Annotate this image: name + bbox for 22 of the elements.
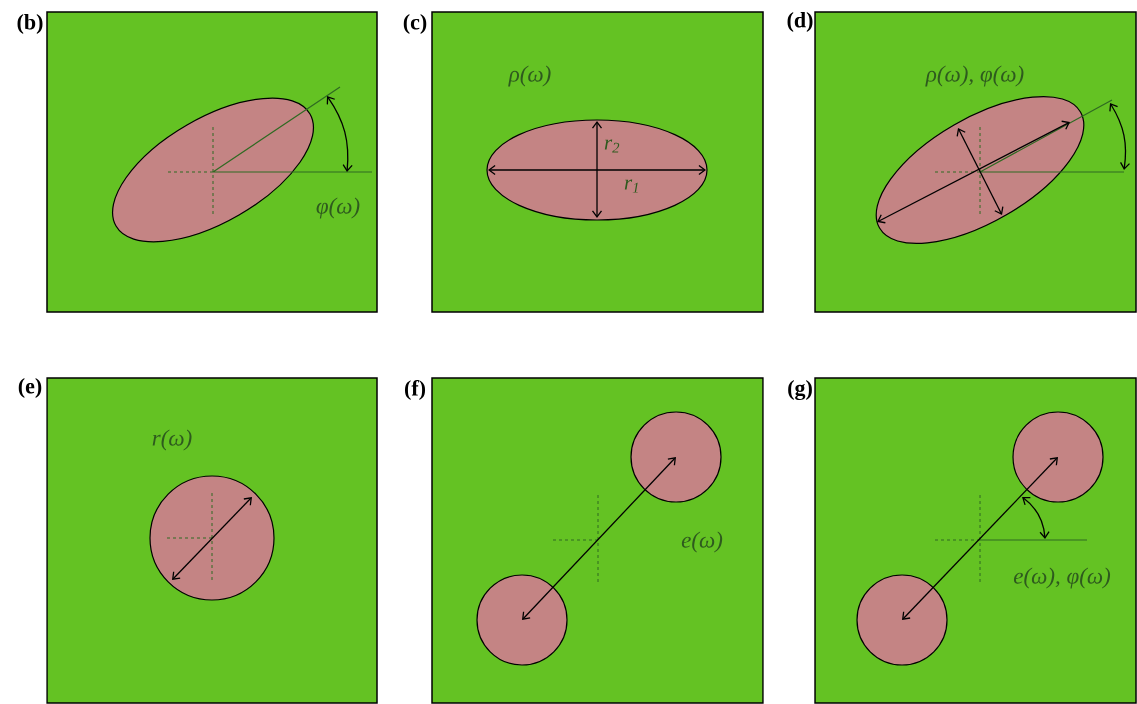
circle-shape xyxy=(149,475,275,601)
ellipse-shape xyxy=(486,119,708,221)
arrow xyxy=(902,457,1058,620)
radius-label: r$_{1}$ xyxy=(624,179,638,193)
panel-label: (f) xyxy=(405,379,426,401)
panel-label: (b) xyxy=(17,14,43,34)
quantity-label: φ(ω) xyxy=(316,197,360,219)
panel-label: (c) xyxy=(403,14,427,34)
radius-label: r$_{2}$ xyxy=(604,139,620,153)
panel-label: (d) xyxy=(787,12,813,32)
arrow xyxy=(522,457,676,620)
panel-label: (g) xyxy=(788,379,812,401)
circle-shape xyxy=(1012,411,1104,503)
quantity-label: ρ(ω) xyxy=(508,65,551,87)
quantity-label: e(ω), φ(ω) xyxy=(1013,567,1111,589)
quantity-label: r(ω) xyxy=(152,429,192,451)
quantity-label: ρ(ω), φ(ω) xyxy=(925,65,1024,87)
quantity-label: e(ω) xyxy=(681,531,723,553)
panel-label: (e) xyxy=(18,378,42,398)
circle-shape xyxy=(476,574,568,666)
circle-shape xyxy=(856,574,948,666)
circle-shape xyxy=(630,411,722,503)
